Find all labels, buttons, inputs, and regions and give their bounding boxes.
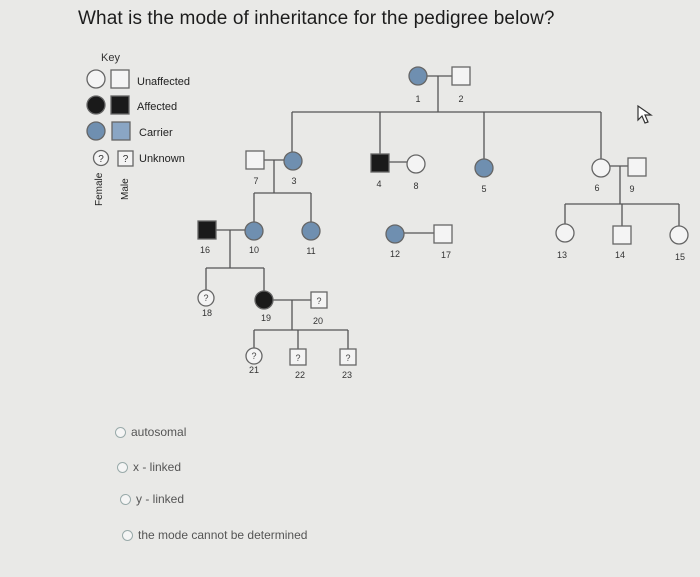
key-affected-female-icon [86,95,106,115]
individual-6-female [591,158,611,178]
individual-11-carrier-female [301,221,321,241]
key-label-unaffected: Unaffected [137,76,191,88]
label-21: 21 [249,365,259,375]
key-unknown-female-mark: ? [98,154,104,165]
individual-16-affected-male [197,220,217,240]
question-text: What is the mode of inheritance for the … [78,8,555,29]
option-autosomal[interactable]: autosomal [115,425,186,439]
key-unaffected-male-icon [110,69,130,89]
key-label-unknown: Unknown [139,153,185,165]
label-20: 20 [313,316,323,326]
key-title: Key [101,52,120,64]
unknown-mark-23: ? [345,353,350,363]
unknown-mark-21: ? [251,351,256,361]
label-6: 6 [594,183,599,193]
label-23: 23 [342,370,352,380]
label-2: 2 [458,94,463,104]
label-10: 10 [249,245,259,255]
radio-x-linked[interactable] [117,461,128,473]
individual-2-male [451,66,471,86]
pedigree-lines [205,75,680,349]
label-19: 19 [261,313,271,323]
individual-22-unknown-male [289,348,307,366]
label-3: 3 [291,176,296,186]
option-y-linked-label: y - linked [136,492,185,506]
label-1: 1 [415,94,420,104]
label-12: 12 [390,249,400,259]
option-x-linked-label: x - linked [133,460,182,474]
label-7: 7 [253,176,258,186]
unknown-mark-20: ? [316,296,321,306]
key-unknown-male-mark: ? [123,154,129,165]
individual-3-carrier-female [283,151,303,171]
key-unaffected-female-icon [86,69,106,89]
key-carrier-female-icon [86,121,106,141]
label-16: 16 [200,245,210,255]
individual-21-unknown-female [245,347,263,365]
unknown-mark-18: ? [203,293,208,303]
unknown-mark-22: ? [295,353,300,363]
key-label-affected: Affected [137,101,178,113]
option-autosomal-label: autosomal [131,425,187,439]
label-4: 4 [376,179,381,189]
label-8: 8 [413,181,418,191]
key-label-carrier: Carrier [139,127,173,139]
individual-1-carrier-female [408,66,428,86]
label-11: 11 [306,246,315,256]
radio-autosomal[interactable] [115,426,126,438]
mouse-cursor-icon [637,104,653,124]
option-cannot-determine[interactable]: the mode cannot be determined [122,528,307,542]
key-unknown-female-icon [92,149,110,167]
label-5: 5 [481,184,486,194]
option-y-linked[interactable]: y - linked [120,492,184,506]
label-13: 13 [557,250,567,260]
individual-4-affected-male [370,153,390,173]
key-unknown-male-icon [117,150,134,167]
key-carrier-male-icon [111,121,131,141]
option-x-linked[interactable]: x - linked [117,460,181,474]
individual-5-carrier-female [474,158,494,178]
individual-19-affected-female [254,290,274,310]
individual-9-male [627,157,647,177]
individual-23-unknown-male [339,348,357,366]
label-15: 15 [675,252,685,262]
radio-cannot-determine[interactable] [122,529,133,541]
individual-8-female [406,154,426,174]
option-cannot-determine-label: the mode cannot be determined [138,528,308,542]
individual-10-carrier-female [244,221,264,241]
label-14: 14 [615,250,625,260]
individual-20-unknown-male [310,291,328,309]
individual-7-male [245,150,265,170]
key-affected-male-icon [110,95,130,115]
key-symbols [86,69,134,167]
individual-14-male [612,225,632,245]
label-22: 22 [295,370,305,380]
label-9: 9 [629,184,634,194]
radio-y-linked[interactable] [120,493,131,505]
individual-17-male [433,224,453,244]
label-17: 17 [441,250,451,260]
individual-18-unknown-female [197,289,215,307]
individual-12-carrier-female [385,224,405,244]
individual-15-female [669,225,689,245]
individual-13-female [555,223,575,243]
label-18: 18 [202,308,212,318]
